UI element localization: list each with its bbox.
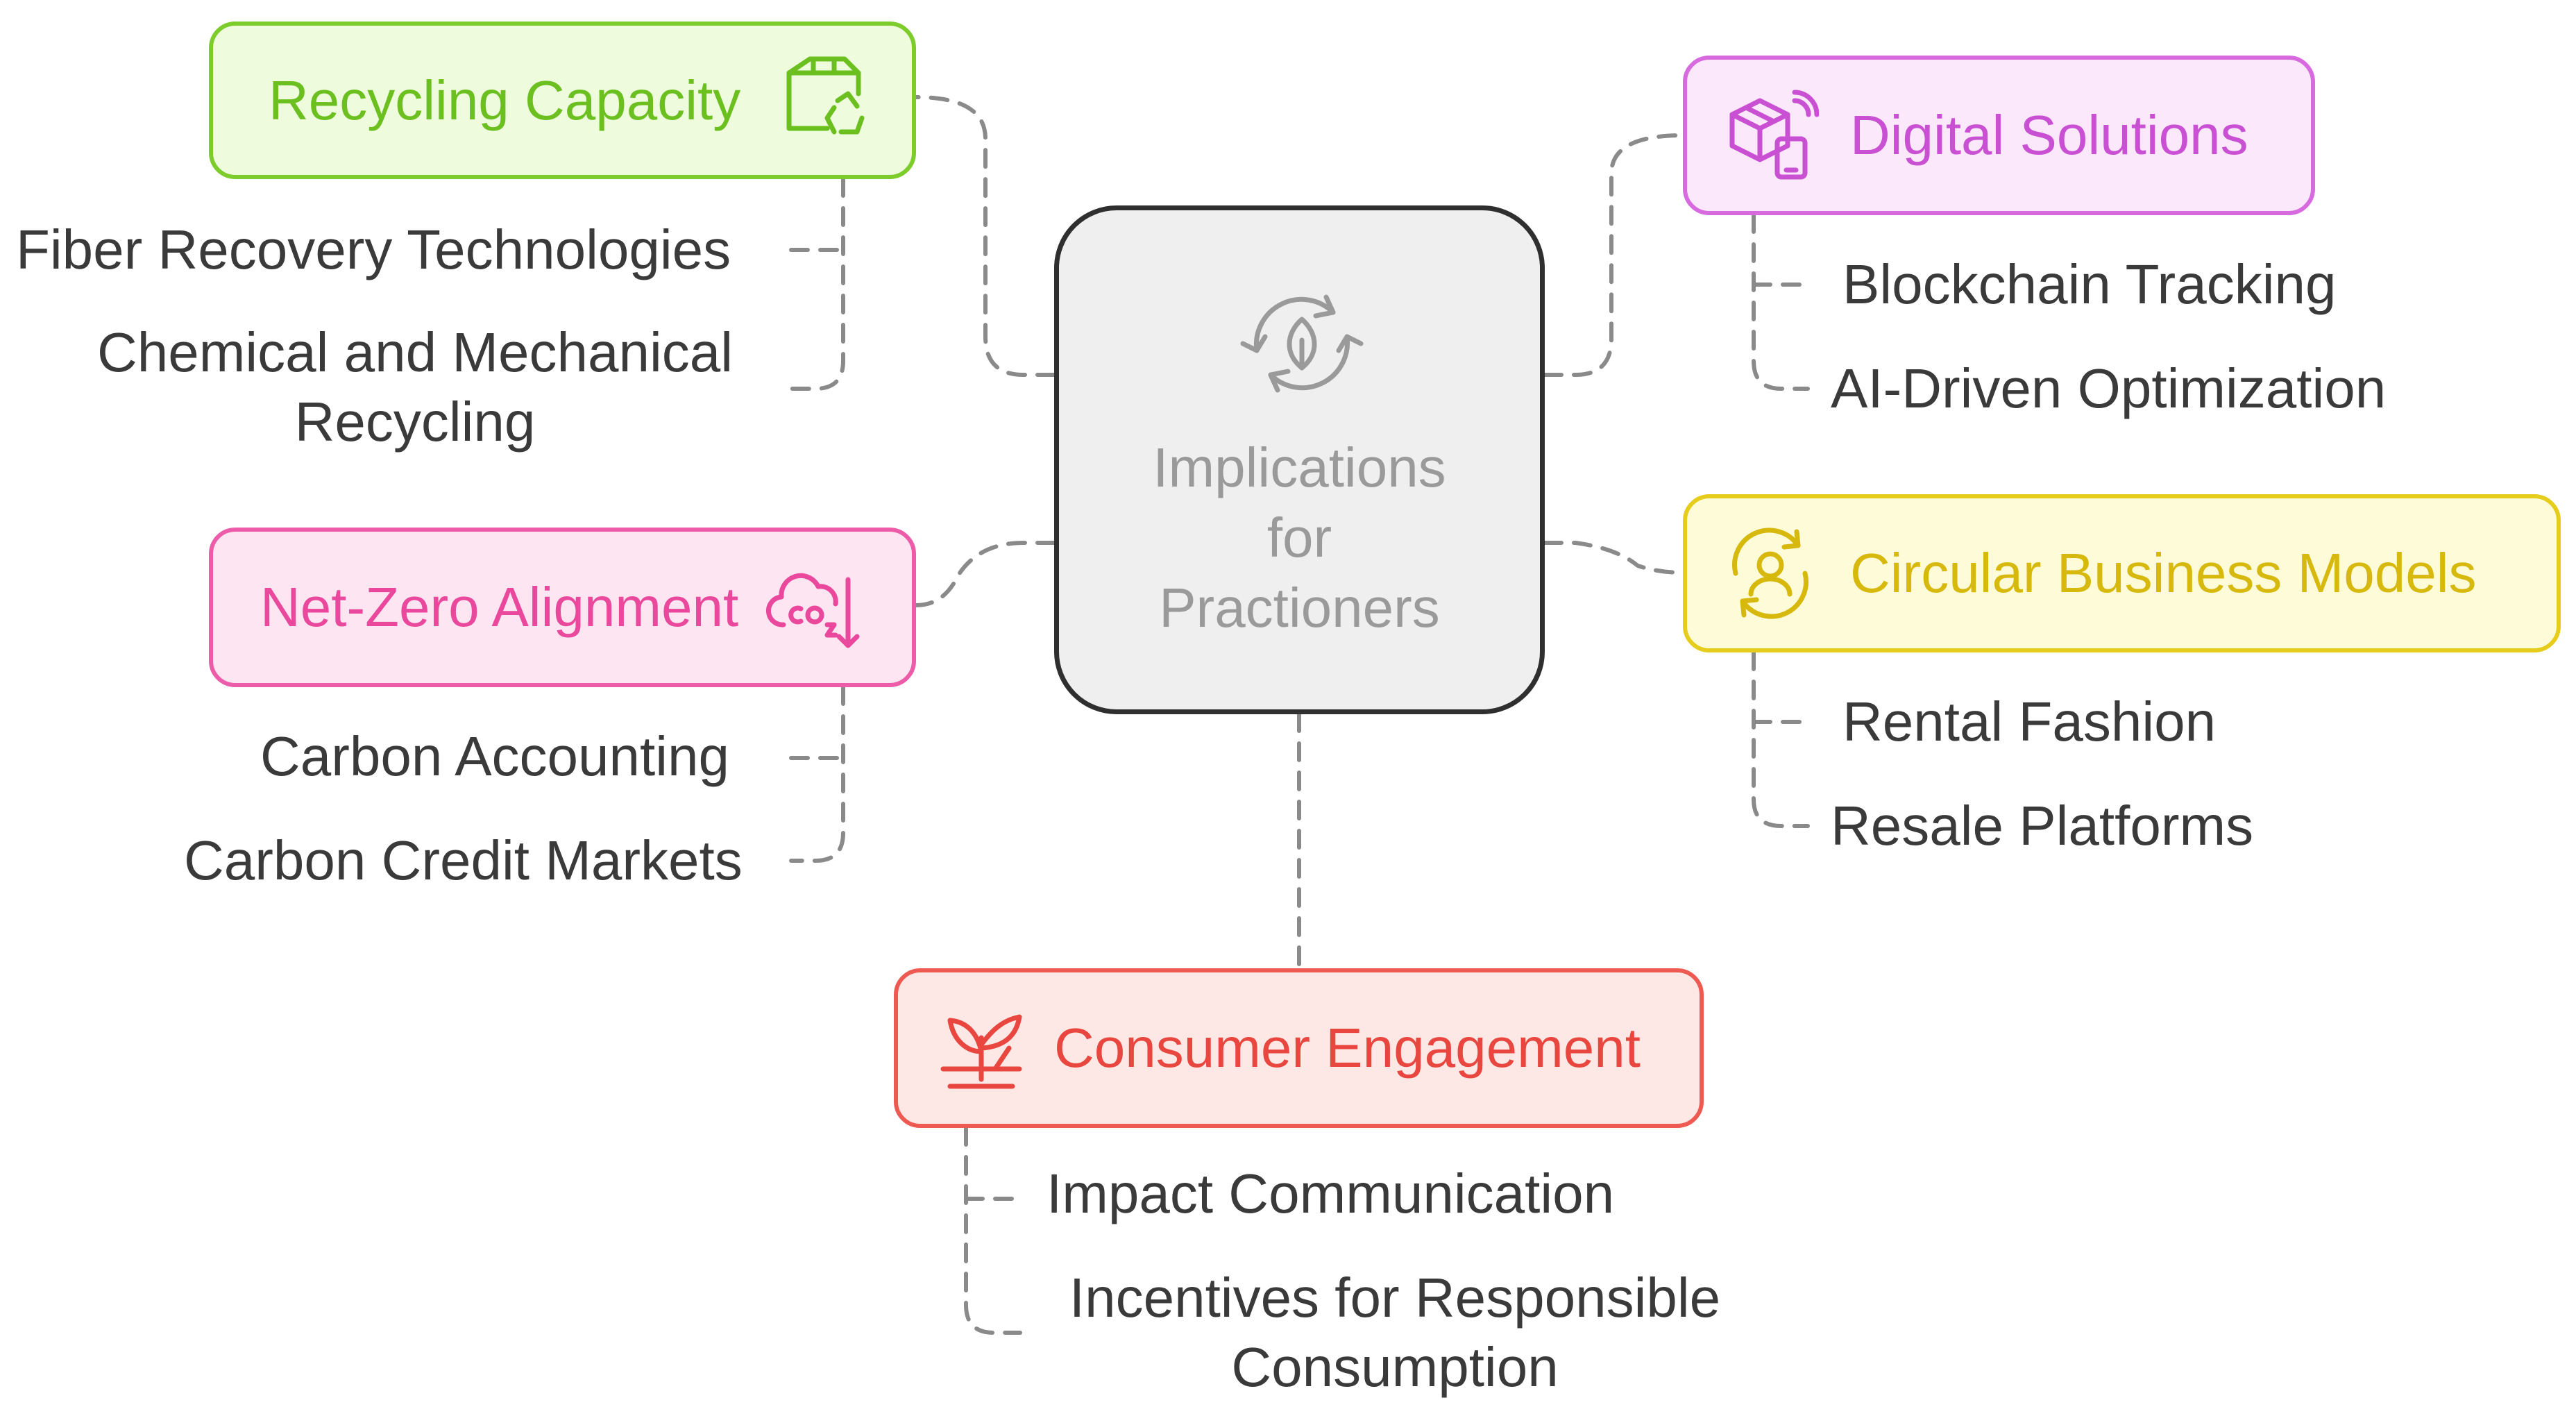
center-title-line: for — [1266, 507, 1332, 568]
leaf-ai-optimization: AI-Driven Optimization — [1831, 357, 2387, 419]
branch-circular-business-models: Circular Business Models — [1683, 494, 2561, 652]
connector-center-digital — [1543, 133, 1685, 377]
connector-center-recycling — [914, 95, 1056, 377]
leaf-impact-communication: Impact Communication — [1046, 1163, 1615, 1224]
center-title: Implications for Practioners — [1059, 432, 1540, 643]
leaf-rental-fashion: Rental Fashion — [1842, 691, 2217, 752]
connector-circular-trunk — [1752, 650, 1810, 828]
center-title-line: Practioners — [1159, 577, 1440, 639]
connector-digital-trunk — [1752, 213, 1810, 391]
plant-sprout-icon — [940, 1014, 1022, 1089]
connector-consumer-trunk — [964, 1126, 1022, 1335]
box-recycle-icon — [786, 56, 865, 134]
leaf-resale-platforms: Resale Platforms — [1831, 795, 2254, 857]
person-cycle-icon — [1732, 528, 1808, 619]
leaf-carbon-credit-markets: Carbon Credit Markets — [184, 829, 743, 891]
recycle-leaf-icon — [1240, 294, 1364, 393]
co2-down-icon — [766, 573, 860, 648]
branch-net-zero-alignment: Net-Zero Alignment — [209, 528, 916, 687]
center-title-line: Implications — [1153, 437, 1446, 498]
leaf-fiber-recovery: Fiber Recovery Technologies — [16, 219, 731, 280]
branch-digital-solutions: Digital Solutions — [1683, 56, 2315, 215]
leaf-blockchain-tracking: Blockchain Tracking — [1842, 253, 2337, 315]
branch-label: Consumer Engagement — [1054, 1017, 1641, 1079]
branch-label: Digital Solutions — [1850, 104, 2248, 166]
connector-recycling-trunk — [789, 177, 845, 391]
branch-label: Circular Business Models — [1850, 542, 2477, 604]
leaf-carbon-accounting: Carbon Accounting — [260, 725, 730, 787]
leaf-chemical-mechanical: Chemical and Mechanical Recycling — [96, 321, 733, 453]
digital-package-icon — [1729, 90, 1819, 180]
branch-label: Recycling Capacity — [269, 69, 741, 131]
connector-netzero-trunk — [789, 685, 845, 863]
leaf-incentives-responsible-consumption: Incentives for Responsible Consumption — [1069, 1267, 1721, 1398]
connector-center-netzero — [914, 541, 1056, 607]
branch-recycling-capacity: Recycling Capacity — [209, 22, 916, 179]
center-node: Implications for Practioners — [1054, 205, 1545, 714]
connector-center-circular — [1543, 541, 1685, 575]
branch-consumer-engagement: Consumer Engagement — [894, 968, 1704, 1128]
branch-label: Net-Zero Alignment — [260, 576, 739, 638]
